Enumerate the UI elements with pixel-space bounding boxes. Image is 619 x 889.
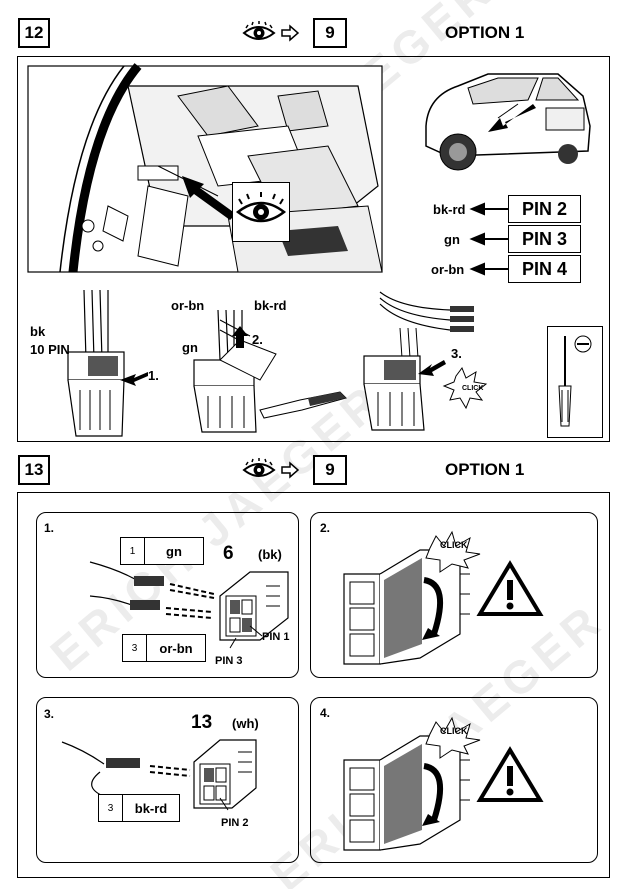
substep-3-panel (36, 697, 299, 863)
connector-locked-illustration (343, 530, 544, 665)
pin-arrows (469, 202, 508, 276)
step12-panel (17, 56, 610, 442)
wire-tag-color: gn (166, 543, 182, 559)
click-label: CLICK (462, 385, 484, 392)
connector-number: 13 (191, 712, 213, 733)
step-number-12: 12 (18, 18, 50, 48)
pin-2-label: PIN 2 (221, 817, 249, 829)
wire-tag-number: 3 (99, 795, 123, 821)
wire-label-or-bn: or-bn (431, 262, 465, 277)
click-label: CLICK (440, 726, 468, 736)
connector-color: (wh) (232, 716, 259, 731)
click-label: CLICK (440, 540, 468, 550)
wire-label-or-bn-2: or-bn (171, 298, 205, 313)
wire-tag-color: bk-rd (134, 800, 168, 816)
wire-tag-color: or-bn (159, 640, 193, 656)
pin-2-box: PIN 2 (508, 195, 581, 223)
step-3-label: 3. (451, 346, 462, 361)
step-1-label: 1. (148, 368, 159, 383)
wire-tag-number: 3 (123, 635, 147, 661)
pin-1-label: PIN 1 (262, 631, 290, 643)
substep-number: 3. (44, 707, 55, 721)
connector-open-illustration (193, 309, 347, 433)
pin-4-box: PIN 4 (508, 255, 581, 283)
wire-label-gn-2: gn (182, 340, 198, 355)
pin-3-label: PIN 3 (215, 655, 243, 667)
substep-4-panel (310, 697, 598, 863)
eye-arrow-icon (242, 21, 300, 42)
connector-10pin-illustration (67, 289, 148, 437)
wire-tag-gn: 1 gn (120, 537, 204, 565)
wire-tag-or-bn: 3 or-bn (122, 634, 206, 662)
step-number-13: 13 (18, 455, 50, 485)
option-label: OPTION 1 (445, 23, 525, 42)
eye-icon (232, 182, 290, 242)
wire-label-bk-rd: bk-rd (433, 202, 466, 217)
wire-tag-bk-rd: 3 bk-rd (98, 794, 180, 822)
connector-color-label: bk (30, 324, 46, 339)
wire-label-gn: gn (444, 232, 460, 247)
connector-6-illustration (89, 561, 289, 649)
eye-target-step: 9 (313, 18, 347, 48)
connector-13-illustration (61, 739, 257, 811)
pin-3-box: PIN 3 (508, 225, 581, 253)
trunk-interior-illustration (27, 63, 383, 273)
eye-arrow-icon (242, 458, 300, 479)
substep-2-panel (310, 512, 598, 678)
substep-1-panel (36, 512, 299, 678)
substep-number: 4. (320, 706, 331, 720)
connector-color: (bk) (258, 547, 282, 562)
screwdriver-icon (547, 326, 603, 438)
connector-pins-inserted-illustration (363, 291, 488, 431)
connector-number: 6 (223, 543, 234, 564)
wire-label-bk-rd-2: bk-rd (254, 298, 287, 313)
connector-locked-illustration (343, 716, 544, 851)
pointer-arrow-icon (182, 176, 236, 220)
eye-target-step: 9 (313, 455, 347, 485)
car-rear-illustration (425, 73, 591, 171)
substep-number: 1. (44, 521, 55, 535)
step-2-label: 2. (252, 332, 263, 347)
wire-tag-number: 1 (121, 538, 145, 564)
substep-number: 2. (320, 521, 331, 535)
option-label: OPTION 1 (445, 460, 525, 479)
connector-pin-count: 10 PIN (30, 342, 70, 357)
step13-panel (17, 492, 610, 878)
